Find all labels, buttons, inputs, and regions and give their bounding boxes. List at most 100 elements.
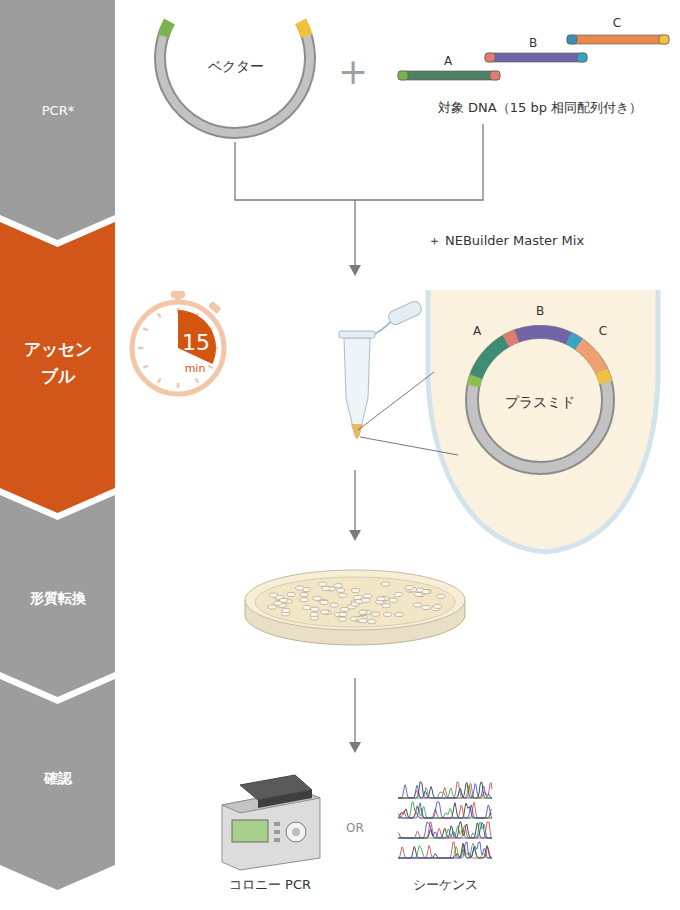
colony bbox=[338, 617, 346, 621]
dna-fragment: C bbox=[565, 16, 671, 48]
timer-sector bbox=[178, 310, 216, 364]
plasmid-segment bbox=[517, 332, 569, 338]
timer-tick bbox=[143, 366, 147, 369]
tube bbox=[339, 299, 423, 438]
vector-backbone-inner bbox=[160, 22, 310, 133]
colony bbox=[287, 592, 295, 596]
colony bbox=[405, 586, 413, 590]
colony bbox=[381, 582, 389, 586]
agar bbox=[255, 577, 455, 627]
sequencing: シーケンス bbox=[395, 770, 495, 895]
step-band: 確認 bbox=[0, 679, 115, 890]
plasmid: プラスミド bbox=[465, 318, 615, 483]
arrowhead bbox=[349, 265, 361, 276]
colony bbox=[377, 597, 385, 601]
plasmid-segment bbox=[569, 338, 579, 344]
trace bbox=[398, 782, 492, 798]
colony bbox=[382, 604, 390, 608]
magnified-tube bbox=[428, 290, 658, 552]
colony bbox=[320, 600, 328, 604]
colony bbox=[282, 608, 290, 612]
node-text: C bbox=[613, 16, 621, 30]
colony bbox=[269, 593, 277, 597]
vector-end bbox=[163, 22, 169, 36]
colony bbox=[361, 598, 369, 602]
colony bbox=[318, 582, 326, 586]
node-text: PCR* bbox=[42, 103, 74, 119]
colony bbox=[339, 612, 347, 616]
node-text: A bbox=[444, 54, 452, 68]
cycler-body bbox=[222, 790, 320, 870]
fragment-body bbox=[485, 53, 587, 62]
vector-end bbox=[301, 22, 307, 36]
trace bbox=[398, 822, 492, 838]
colony bbox=[414, 592, 422, 596]
cycler-key bbox=[274, 830, 280, 834]
step-band-active: アッセン ブル bbox=[0, 222, 115, 513]
colony bbox=[437, 594, 445, 598]
colony bbox=[394, 592, 402, 596]
zoom-line bbox=[358, 372, 434, 430]
colony bbox=[353, 595, 361, 599]
trace bbox=[398, 802, 492, 818]
chevron-shape bbox=[0, 679, 115, 890]
colony bbox=[303, 605, 311, 609]
plus-sign: + bbox=[338, 50, 368, 93]
node-text: ベクター bbox=[208, 58, 264, 75]
trace bbox=[398, 822, 492, 838]
or-label: OR bbox=[346, 821, 364, 835]
step-band-outline bbox=[0, 0, 115, 240]
colony bbox=[359, 619, 367, 623]
timer-face bbox=[132, 302, 224, 394]
colony bbox=[434, 604, 442, 608]
cycler-key bbox=[274, 838, 280, 842]
colony bbox=[296, 586, 304, 590]
colony bbox=[311, 607, 319, 611]
colony-pcr: コロニー PCR bbox=[215, 770, 325, 895]
cycler-key bbox=[274, 822, 280, 826]
thermal-cycler bbox=[222, 775, 320, 870]
trace bbox=[398, 782, 492, 798]
colony bbox=[351, 588, 359, 592]
cycler-dial bbox=[286, 822, 306, 842]
fragment-body bbox=[398, 71, 500, 80]
colony bbox=[334, 584, 342, 588]
colony bbox=[300, 598, 308, 602]
fragment-body bbox=[567, 35, 669, 44]
node-text: アッセン ブル bbox=[22, 336, 94, 390]
reagent-label: ＋ NEBuilder Master Mix bbox=[428, 233, 584, 249]
colony bbox=[395, 612, 403, 616]
tube-rim bbox=[339, 331, 375, 338]
trace bbox=[398, 802, 492, 818]
node-text: プラスミド bbox=[505, 394, 575, 411]
zoom-lines bbox=[358, 372, 458, 455]
chevron-shape bbox=[0, 222, 115, 513]
vector-arc-outline bbox=[155, 10, 315, 145]
node-text: シーケンス bbox=[413, 877, 478, 893]
vector-backbone bbox=[160, 22, 310, 133]
cycler-screen bbox=[232, 820, 268, 842]
node-text: B bbox=[529, 36, 537, 50]
tube-liquid bbox=[351, 424, 363, 439]
fragment-end bbox=[490, 71, 500, 80]
chromatogram-traces bbox=[398, 782, 492, 858]
colony bbox=[371, 612, 379, 616]
step-band: 形質転換 bbox=[0, 495, 115, 697]
plasmid-segment bbox=[579, 344, 602, 371]
timer-button bbox=[171, 291, 185, 298]
plasmid-segment bbox=[473, 377, 476, 386]
arrowhead bbox=[349, 530, 361, 541]
colony bbox=[359, 610, 367, 614]
arrowhead bbox=[349, 742, 361, 753]
node-text: min bbox=[185, 362, 206, 375]
plasmid-segment bbox=[506, 336, 517, 341]
colony bbox=[320, 610, 328, 614]
dish-rim bbox=[245, 570, 465, 630]
node-text: 15 bbox=[182, 330, 210, 356]
colony bbox=[338, 593, 346, 597]
zoom-line bbox=[360, 437, 458, 455]
flow-line bbox=[354, 678, 355, 743]
flow-lines bbox=[235, 124, 483, 743]
